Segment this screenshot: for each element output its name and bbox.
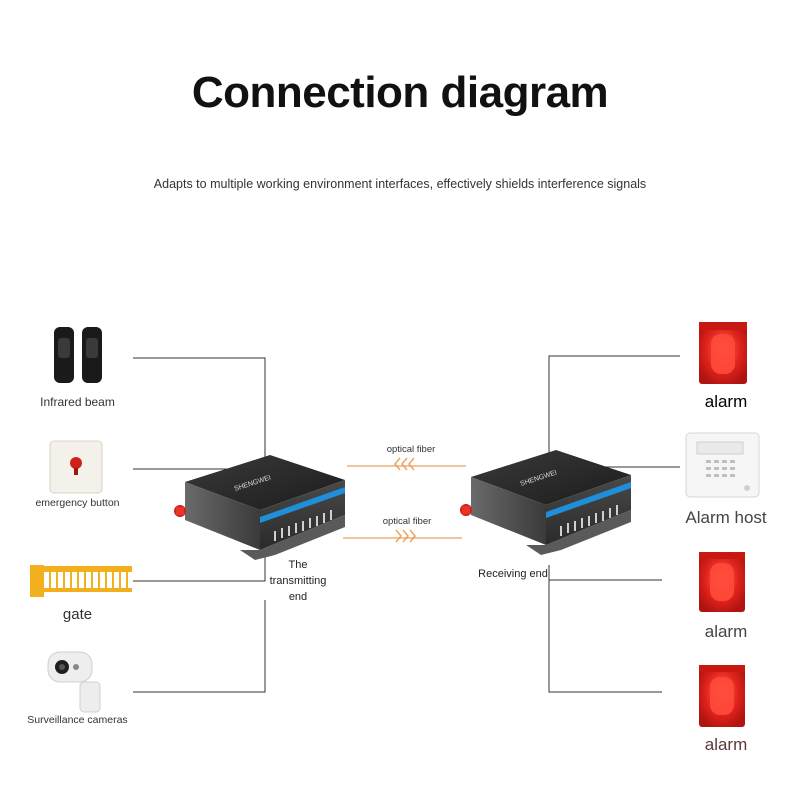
line-gate	[133, 556, 266, 582]
label-alarm-host: Alarm host	[685, 508, 767, 527]
label-alarm-2: alarm	[704, 622, 748, 641]
label-receiving-end: Receiving end	[478, 568, 548, 580]
label-transmitting-end: The transmitting end	[258, 557, 338, 605]
receiver-device: SHENGWEI	[460, 450, 631, 555]
label-transmitting-end-line2: transmitting	[269, 575, 327, 587]
fiber-bottom	[343, 529, 462, 543]
line-alarm-3	[548, 580, 662, 693]
alarm-siren-icon-3	[699, 665, 745, 727]
label-infrared-beam: Infrared beam	[40, 395, 115, 409]
fiber-top-arrows-icon	[393, 457, 415, 471]
alarm-host-icon	[685, 432, 760, 498]
page-subtitle: Adapts to multiple working environment i…	[153, 177, 647, 191]
label-transmitting-end-line1: The	[288, 559, 308, 571]
emergency-button-icon	[49, 440, 103, 494]
alarm-siren-icon-1	[699, 322, 747, 384]
gate-barrier-icon	[30, 565, 132, 597]
infrared-beam-icon	[54, 327, 102, 383]
label-alarm-3: alarm	[704, 735, 748, 754]
line-surveillance-camera	[133, 600, 266, 693]
label-fiber-top: optical fiber	[386, 444, 436, 455]
left-connection-lines	[133, 357, 266, 693]
line-infrared-beam	[133, 357, 266, 470]
label-fiber-bottom: optical fiber	[382, 516, 432, 527]
fiber-bottom-arrows-icon	[395, 529, 417, 543]
label-alarm-1: alarm	[704, 392, 748, 411]
right-connection-lines	[548, 355, 680, 693]
surveillance-camera-icon	[47, 651, 101, 713]
line-alarm-2	[548, 565, 662, 581]
label-transmitting-end-line3: end	[288, 591, 308, 603]
label-surveillance-cameras: Surveillance cameras	[27, 714, 128, 726]
line-alarm-1	[548, 355, 680, 470]
transmitter-device: SHENGWEI	[174, 455, 345, 560]
page-title: Connection diagram	[191, 68, 609, 117]
alarm-siren-icon-2	[699, 552, 745, 612]
label-gate: gate	[62, 606, 93, 623]
label-emergency-button: emergency button	[35, 497, 120, 509]
fiber-top	[347, 457, 466, 471]
